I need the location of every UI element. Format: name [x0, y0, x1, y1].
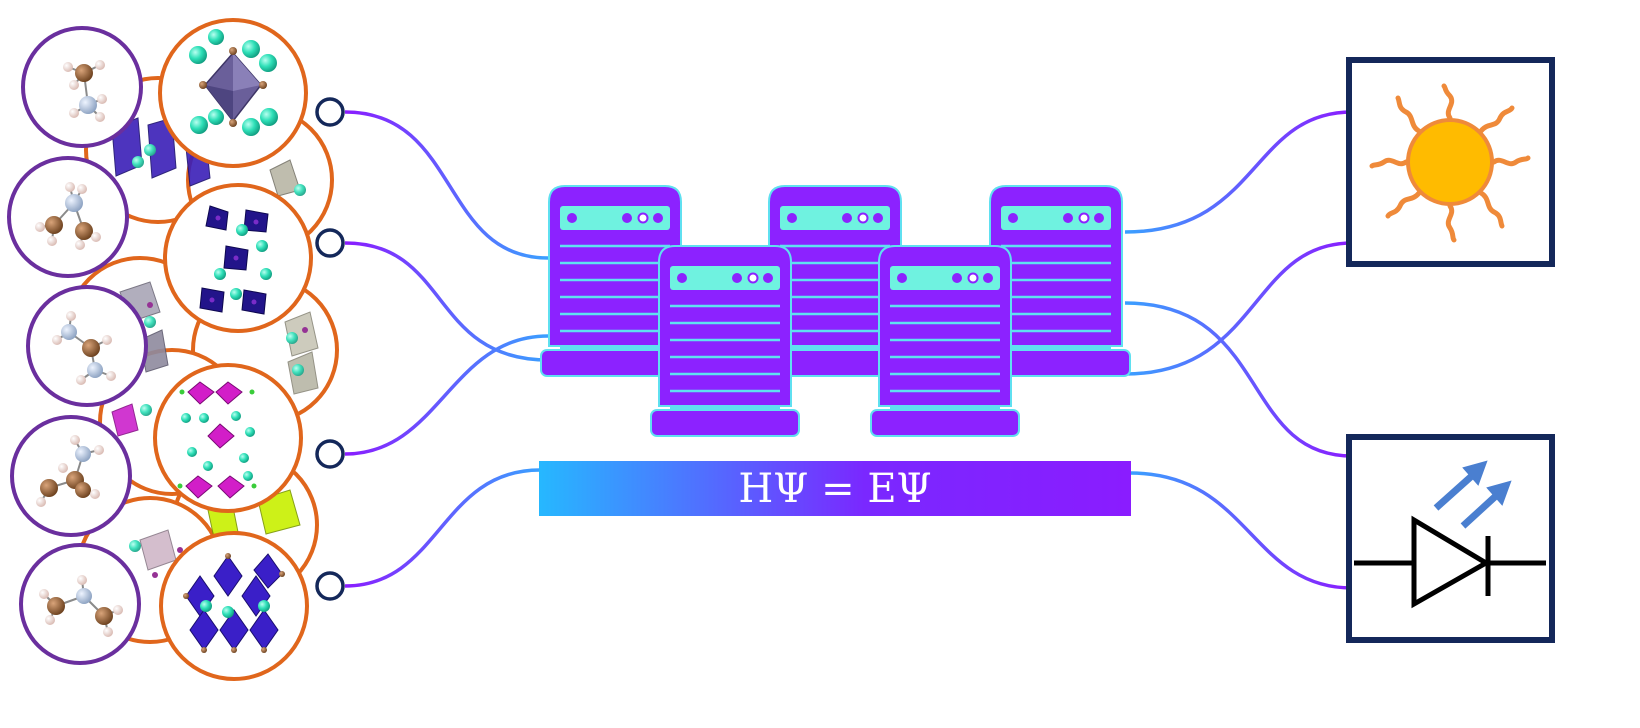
output-frame [1346, 434, 1555, 643]
light-emitting-diode-icon [1354, 460, 1546, 609]
led-output [1346, 434, 1555, 643]
connector-wire [344, 334, 549, 456]
input-ports [315, 97, 345, 601]
input-port [315, 439, 345, 469]
connector-wire [1124, 241, 1353, 376]
server-cluster [540, 185, 1131, 437]
connector-wire [344, 110, 549, 260]
sun-icon [1369, 83, 1531, 243]
connector-wires [344, 110, 1353, 590]
input-port [315, 571, 345, 601]
connector-wire [344, 468, 541, 588]
connector-wire [1124, 301, 1353, 458]
input-port [315, 97, 345, 127]
equation-banner: HΨ = EΨ [539, 461, 1131, 516]
server-rack-icon [760, 185, 910, 377]
server-rack-icon [540, 185, 690, 377]
perovskite-crystal-structure-icon [153, 363, 303, 513]
server-rack-icon [981, 185, 1131, 377]
schrodinger-equation-label: HΨ = EΨ [738, 466, 931, 512]
server-rack-icon [650, 245, 800, 437]
connector-wire [344, 241, 549, 362]
connector-wire [1124, 110, 1353, 234]
solar-cell-output [1346, 57, 1555, 267]
server-rack-icon [870, 245, 1020, 437]
methylammonium-molecule-icon [10, 415, 132, 537]
connector-wire [1129, 471, 1353, 590]
methylammonium-molecule-icon [26, 285, 148, 407]
perovskite-crystal-structure-icon [158, 18, 308, 168]
methylammonium-molecule-icon [19, 543, 141, 665]
methylammonium-molecule-icon [21, 26, 143, 148]
perovskite-crystal-structure-icon [159, 531, 309, 681]
methylammonium-molecule-icon [7, 156, 129, 278]
perovskite-crystal-structure-icon [163, 183, 313, 333]
input-port [315, 228, 345, 258]
